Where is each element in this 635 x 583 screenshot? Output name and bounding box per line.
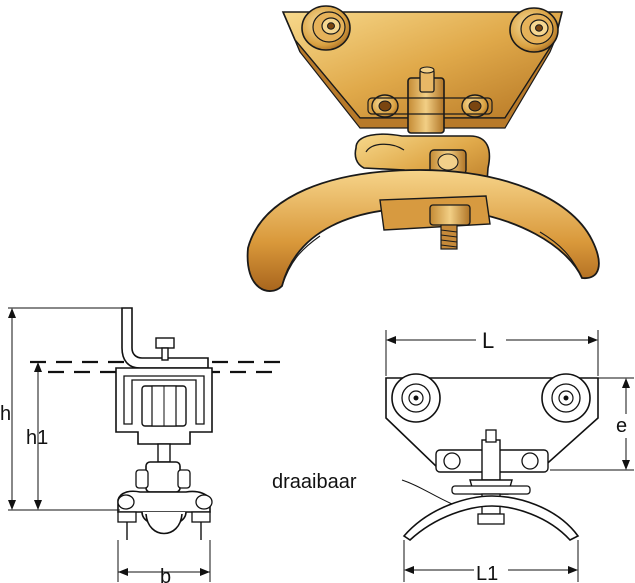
contact-shoe — [246, 169, 600, 292]
dim-label-L: L — [482, 328, 494, 353]
side-bracket — [121, 307, 209, 369]
label-draaibaar: draaibaar — [272, 471, 357, 493]
dim-label-b: b — [160, 566, 171, 583]
dim-label-h: h — [0, 403, 11, 425]
front-right-wheel — [541, 373, 591, 423]
trolley-illustration — [246, 5, 600, 292]
front-left-wheel — [391, 373, 441, 423]
right-wheel — [509, 7, 559, 53]
front-shoe — [402, 495, 580, 542]
center-block — [367, 66, 493, 134]
front-view: L e L1 draaibaar — [272, 328, 635, 583]
left-wheel — [301, 5, 351, 51]
side-view: h h1 b — [0, 307, 282, 583]
dim-label-e: e — [616, 415, 627, 437]
dim-label-h1: h1 — [26, 427, 48, 449]
dim-label-L1: L1 — [476, 563, 498, 583]
